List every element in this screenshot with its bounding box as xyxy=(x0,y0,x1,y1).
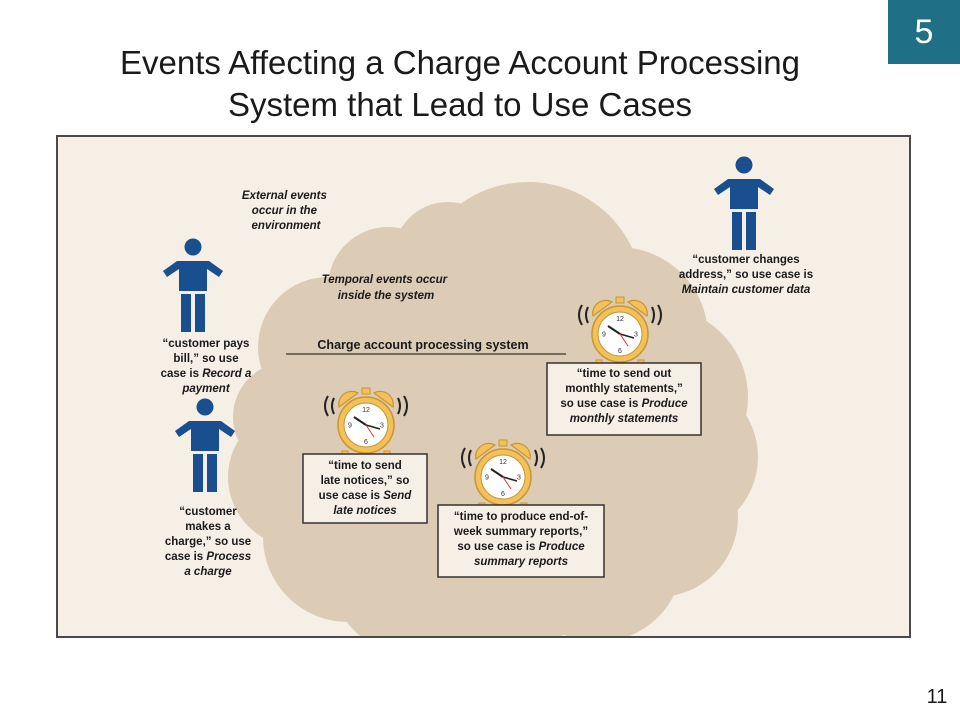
person-icon xyxy=(163,238,223,332)
chapter-badge: 5 xyxy=(888,0,960,64)
temporal-produce-summary-reports: “time to produce end-of-week summary rep… xyxy=(437,439,605,578)
temporal-events-label: Temporal events occur inside the system xyxy=(322,274,451,302)
page-number: 11 xyxy=(926,686,948,708)
slide-title: Events Affecting a Charge Account Proces… xyxy=(40,42,880,126)
label-text: “time to produce end-of-week summary rep… xyxy=(453,511,588,568)
event-label: “time to produce end-of-week summary rep… xyxy=(453,511,588,568)
event-box xyxy=(437,504,605,578)
person-icon xyxy=(175,398,235,492)
event-box xyxy=(546,362,702,436)
external-events-label: External events occur in the environment xyxy=(242,190,330,232)
person-icon xyxy=(714,156,774,250)
diagram-canvas: External events occur in the environment… xyxy=(161,156,813,636)
system-label: Charge account processing system xyxy=(317,338,528,352)
slide-title-line-1: Events Affecting a Charge Account Proces… xyxy=(120,44,800,81)
slide-title-line-2: System that Lead to Use Cases xyxy=(227,86,693,123)
event-box xyxy=(302,453,428,524)
events-diagram: External events occur in the environment… xyxy=(56,135,911,638)
